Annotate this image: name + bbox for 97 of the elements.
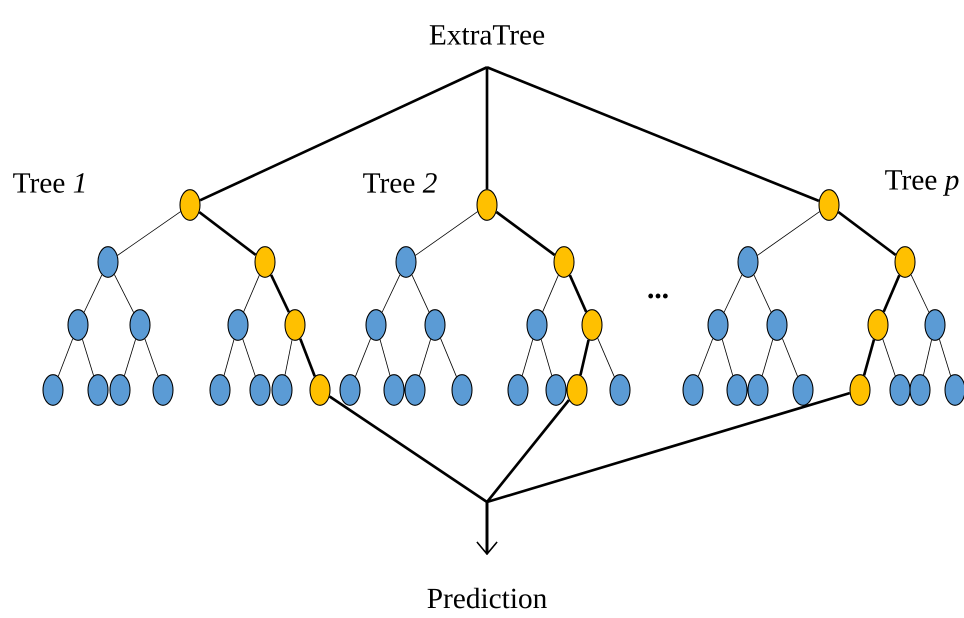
tree-node <box>553 246 575 278</box>
tree-node <box>894 246 916 278</box>
tree-node <box>707 309 729 341</box>
tree-node <box>609 374 631 406</box>
branch-line <box>243 274 260 312</box>
branch-line <box>242 338 256 376</box>
tree-node <box>227 309 249 341</box>
node-label: ExtraTree <box>430 25 544 45</box>
branch-line <box>882 274 901 312</box>
tree-node <box>766 309 788 341</box>
tree-node <box>507 374 529 406</box>
tree-node <box>792 374 814 406</box>
tree-node <box>849 374 871 406</box>
tree-node <box>395 246 417 278</box>
branch-line <box>114 274 134 313</box>
arrow <box>476 392 850 556</box>
branch-line <box>380 339 390 376</box>
tree-node <box>152 374 174 406</box>
branch-line <box>82 339 94 376</box>
tree-node <box>365 309 387 341</box>
branch-line <box>923 340 932 376</box>
tree-node <box>129 309 151 341</box>
branch-line <box>382 274 400 313</box>
branch-line <box>299 338 316 377</box>
tree-node <box>451 374 473 406</box>
branch-line <box>522 339 534 376</box>
tree-label: Tree 2 <box>363 173 437 193</box>
branch-line <box>144 338 158 376</box>
branch-line <box>542 274 559 312</box>
branch-line <box>540 339 552 376</box>
tree-node <box>682 374 704 406</box>
tree-node <box>566 374 588 406</box>
branch-line <box>496 210 556 256</box>
tree-node <box>339 374 361 406</box>
branch-line <box>84 274 102 313</box>
tree-node <box>476 189 498 221</box>
tree-node <box>109 374 131 406</box>
branch-line <box>762 339 774 376</box>
branch-line <box>486 66 820 202</box>
branch-line <box>224 339 234 376</box>
tree-node <box>526 309 548 341</box>
tree-node <box>818 189 840 221</box>
branch-line <box>419 339 431 376</box>
branch-line <box>58 338 74 377</box>
tree-node <box>209 374 231 406</box>
tree-node <box>249 374 271 406</box>
tree-node <box>179 189 201 221</box>
tree-node <box>545 374 567 406</box>
tree-node <box>383 374 405 406</box>
branch-line <box>597 338 615 378</box>
tree-node <box>284 309 306 341</box>
tree-node <box>87 374 109 406</box>
branch-line <box>568 274 588 312</box>
tree-label: Tree 1 <box>13 173 84 193</box>
branch-line <box>198 211 256 256</box>
tree-node <box>404 374 426 406</box>
branch-line <box>200 66 488 202</box>
ellipsis-mark: ... <box>648 294 668 298</box>
branch-line <box>882 338 896 376</box>
branch-line <box>939 339 951 376</box>
tree-label: Tree p <box>885 170 958 196</box>
tree-node <box>271 374 293 406</box>
branch-line <box>415 211 478 256</box>
branch-line <box>284 340 292 376</box>
tree-node <box>924 309 946 341</box>
branch-line <box>757 211 820 256</box>
branch-line <box>862 339 876 376</box>
branch-line <box>754 274 772 312</box>
tree-node <box>944 374 964 406</box>
tree-node <box>67 309 89 341</box>
tree-node <box>726 374 748 406</box>
branch-line <box>440 338 457 377</box>
branch-line <box>722 339 734 376</box>
branch-line <box>412 274 430 312</box>
tree-node <box>889 374 911 406</box>
branch-line <box>782 338 798 377</box>
tree-node <box>42 374 64 406</box>
branch-line <box>698 338 714 377</box>
tree-node <box>424 309 446 341</box>
tree-node <box>581 309 603 341</box>
branch-line <box>117 211 181 256</box>
branch-line <box>124 339 136 376</box>
tree-node <box>747 374 769 406</box>
branch-line <box>579 340 590 376</box>
tree-node <box>909 374 931 406</box>
tree-node <box>737 246 759 278</box>
branch-line <box>355 338 371 377</box>
branch-line <box>838 211 896 256</box>
branch-line <box>910 274 930 313</box>
tree-node <box>254 246 276 278</box>
branch-line <box>486 67 488 190</box>
branch-line <box>724 274 742 313</box>
tree-node <box>867 309 889 341</box>
branch-line <box>270 274 290 313</box>
tree-node <box>97 246 119 278</box>
tree-node <box>309 374 331 406</box>
node-label: Prediction <box>428 588 547 608</box>
